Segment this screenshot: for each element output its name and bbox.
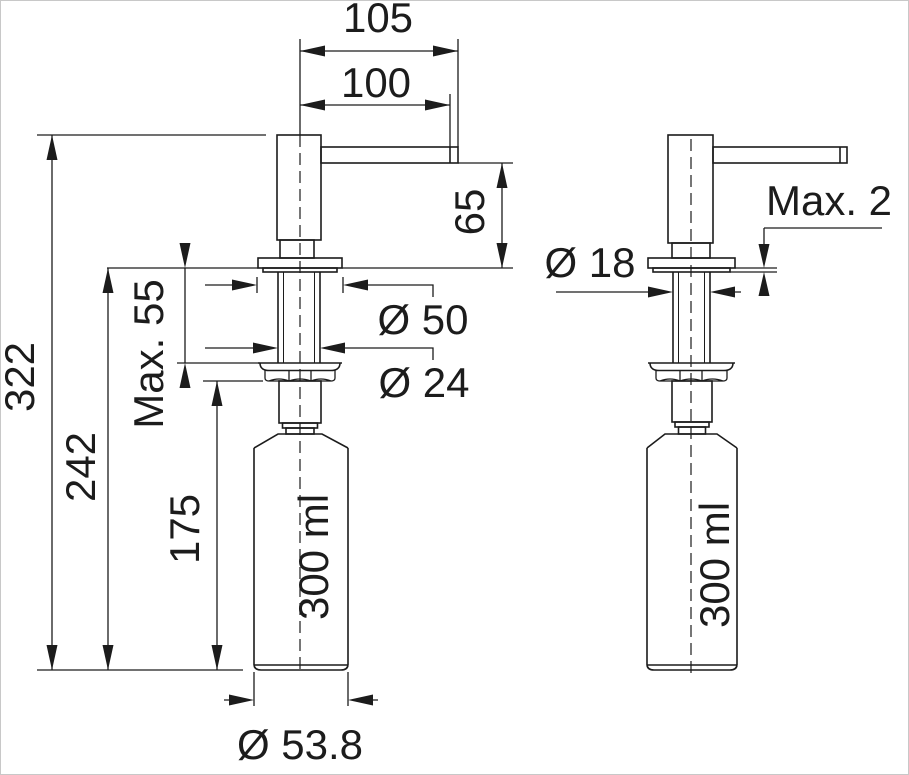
arrowhead — [758, 272, 770, 296]
side-bottle-shoulder — [646, 433, 738, 449]
dim-dia-24 — [205, 342, 434, 360]
dim-100 — [300, 99, 450, 111]
dim-65-label: 65 — [446, 188, 493, 236]
arrowhead — [46, 135, 58, 160]
front-spout — [320, 146, 459, 164]
arrowhead — [211, 645, 223, 670]
arrowhead — [229, 694, 254, 706]
arrowhead — [433, 45, 458, 57]
dim-dia-50-label: Ø 50 — [377, 296, 469, 343]
front-threaded-shaft — [277, 272, 321, 363]
arrowhead — [758, 244, 770, 268]
side-dimensions — [556, 227, 882, 298]
dim-105-label: 105 — [342, 0, 414, 41]
arrowhead — [710, 286, 735, 298]
side-bottle-mouth — [677, 426, 707, 435]
arrowhead — [343, 279, 368, 291]
dim-max-55-label: Max. 55 — [125, 279, 172, 429]
front-dimensions — [37, 39, 513, 706]
dim-242-label: 242 — [57, 431, 104, 503]
dim-dia-24-label: Ø 24 — [378, 359, 470, 406]
arrowhead — [46, 645, 58, 670]
front-bottle-volume-label: 300 ml — [290, 493, 337, 621]
front-pump-head — [276, 134, 322, 241]
dim-dia-53-8 — [224, 672, 378, 706]
dim-175 — [203, 380, 263, 670]
side-threaded-shaft — [672, 272, 711, 363]
front-dispenser-outline — [253, 134, 459, 672]
arrowhead — [648, 286, 673, 298]
arrowhead — [179, 363, 191, 388]
dim-105 — [300, 45, 458, 57]
side-pump-cylinder — [671, 380, 713, 423]
dim-322-label: 322 — [0, 341, 43, 413]
dim-max-2 — [730, 227, 882, 296]
side-bottle-volume-label: 300 ml — [691, 501, 738, 629]
side-threaded-shaft-inner — [678, 272, 705, 363]
dim-65 — [458, 162, 513, 268]
arrowhead — [320, 342, 345, 354]
dim-100-label: 100 — [340, 59, 412, 106]
dim-322 — [37, 134, 266, 671]
dim-dia-18 — [556, 286, 741, 298]
side-pump-head — [667, 134, 714, 244]
front-bottle-shoulder — [253, 433, 349, 449]
front-pump-neck — [279, 239, 315, 259]
side-bottle-body — [646, 448, 738, 671]
dim-175-label: 175 — [161, 493, 208, 565]
arrowhead — [253, 342, 278, 354]
front-view — [37, 39, 513, 706]
arrowhead — [348, 694, 373, 706]
dim-dia-50 — [205, 277, 434, 297]
extension-lines-top — [299, 39, 459, 147]
arrowhead — [496, 243, 508, 268]
arrowhead — [211, 381, 223, 406]
front-bottle-body — [253, 448, 349, 671]
side-spout — [712, 146, 848, 164]
side-view — [556, 134, 882, 676]
dim-max-2-label: Max. 2 — [765, 177, 893, 224]
dim-dia-18-label: Ø 18 — [544, 239, 636, 286]
arrowhead — [300, 99, 325, 111]
arrowhead — [232, 279, 257, 291]
arrowhead — [102, 268, 114, 293]
arrowhead — [496, 163, 508, 188]
arrowhead — [102, 645, 114, 670]
arrowhead — [300, 45, 325, 57]
arrowhead — [179, 243, 191, 268]
side-dispenser-outline — [646, 134, 848, 676]
dim-max-55 — [177, 243, 260, 388]
front-threaded-shaft-inner — [283, 272, 315, 363]
dim-242 — [102, 268, 114, 670]
dim-dia-53-8-label: Ø 53.8 — [236, 721, 364, 768]
arrowhead — [425, 99, 450, 111]
